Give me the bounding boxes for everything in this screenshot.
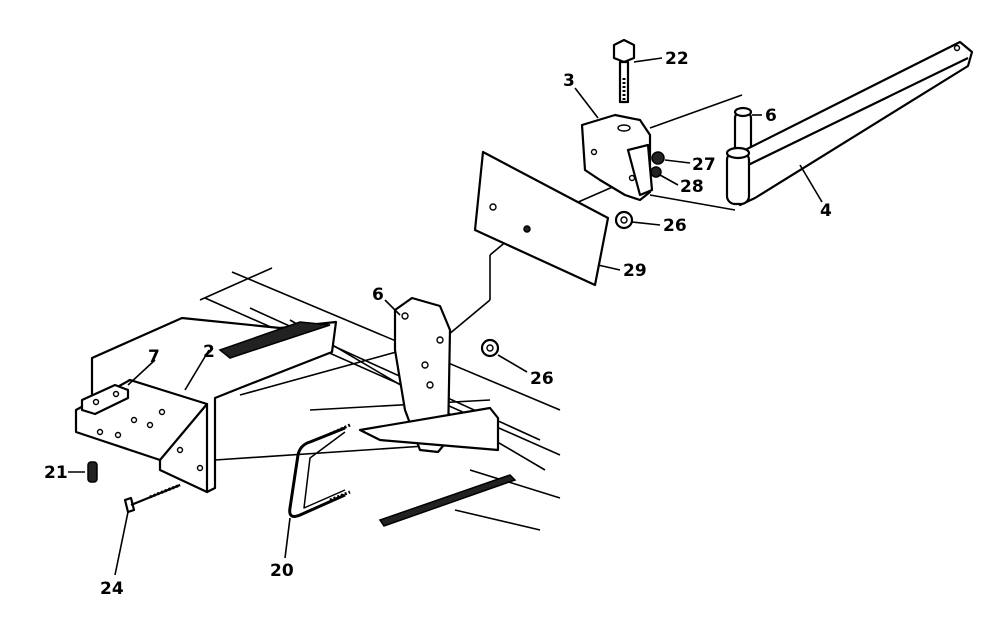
callout-29: 29 bbox=[623, 261, 647, 281]
link-plate-part-7 bbox=[80, 383, 130, 416]
callout-26-top: 26 bbox=[663, 216, 687, 236]
callout-26-middle: 26 bbox=[530, 369, 554, 389]
nut-part-26-middle bbox=[480, 338, 500, 358]
top-bracket-part-3 bbox=[580, 113, 654, 202]
callout-28: 28 bbox=[680, 177, 704, 197]
flat-plate-part-29 bbox=[473, 150, 610, 287]
callout-6-middle: 6 bbox=[372, 285, 384, 305]
callout-27: 27 bbox=[692, 155, 716, 175]
callout-24: 24 bbox=[100, 579, 124, 599]
callout-labels: 22 3 6 27 28 4 26 29 6 26 7 2 21 24 20 bbox=[44, 49, 832, 599]
small-bolt-part-21 bbox=[87, 461, 98, 483]
arm-part-4 bbox=[725, 40, 974, 207]
callout-7: 7 bbox=[148, 347, 160, 367]
callout-3: 3 bbox=[563, 71, 575, 91]
bolt-part-22 bbox=[612, 38, 636, 104]
callout-6-top: 6 bbox=[765, 106, 777, 126]
callout-20: 20 bbox=[270, 561, 294, 581]
nut-part-26-top bbox=[614, 210, 634, 230]
u-bolt-part-20 bbox=[288, 423, 351, 518]
callout-4: 4 bbox=[820, 201, 832, 221]
fastener-part-27 bbox=[651, 151, 665, 165]
leader-lines bbox=[68, 57, 823, 576]
bolt-part-24 bbox=[123, 483, 181, 514]
callout-21: 21 bbox=[44, 463, 68, 483]
fastener-part-28 bbox=[650, 166, 662, 178]
callout-22: 22 bbox=[665, 49, 689, 69]
angle-bracket-lower bbox=[358, 406, 517, 527]
callout-2: 2 bbox=[203, 342, 215, 362]
